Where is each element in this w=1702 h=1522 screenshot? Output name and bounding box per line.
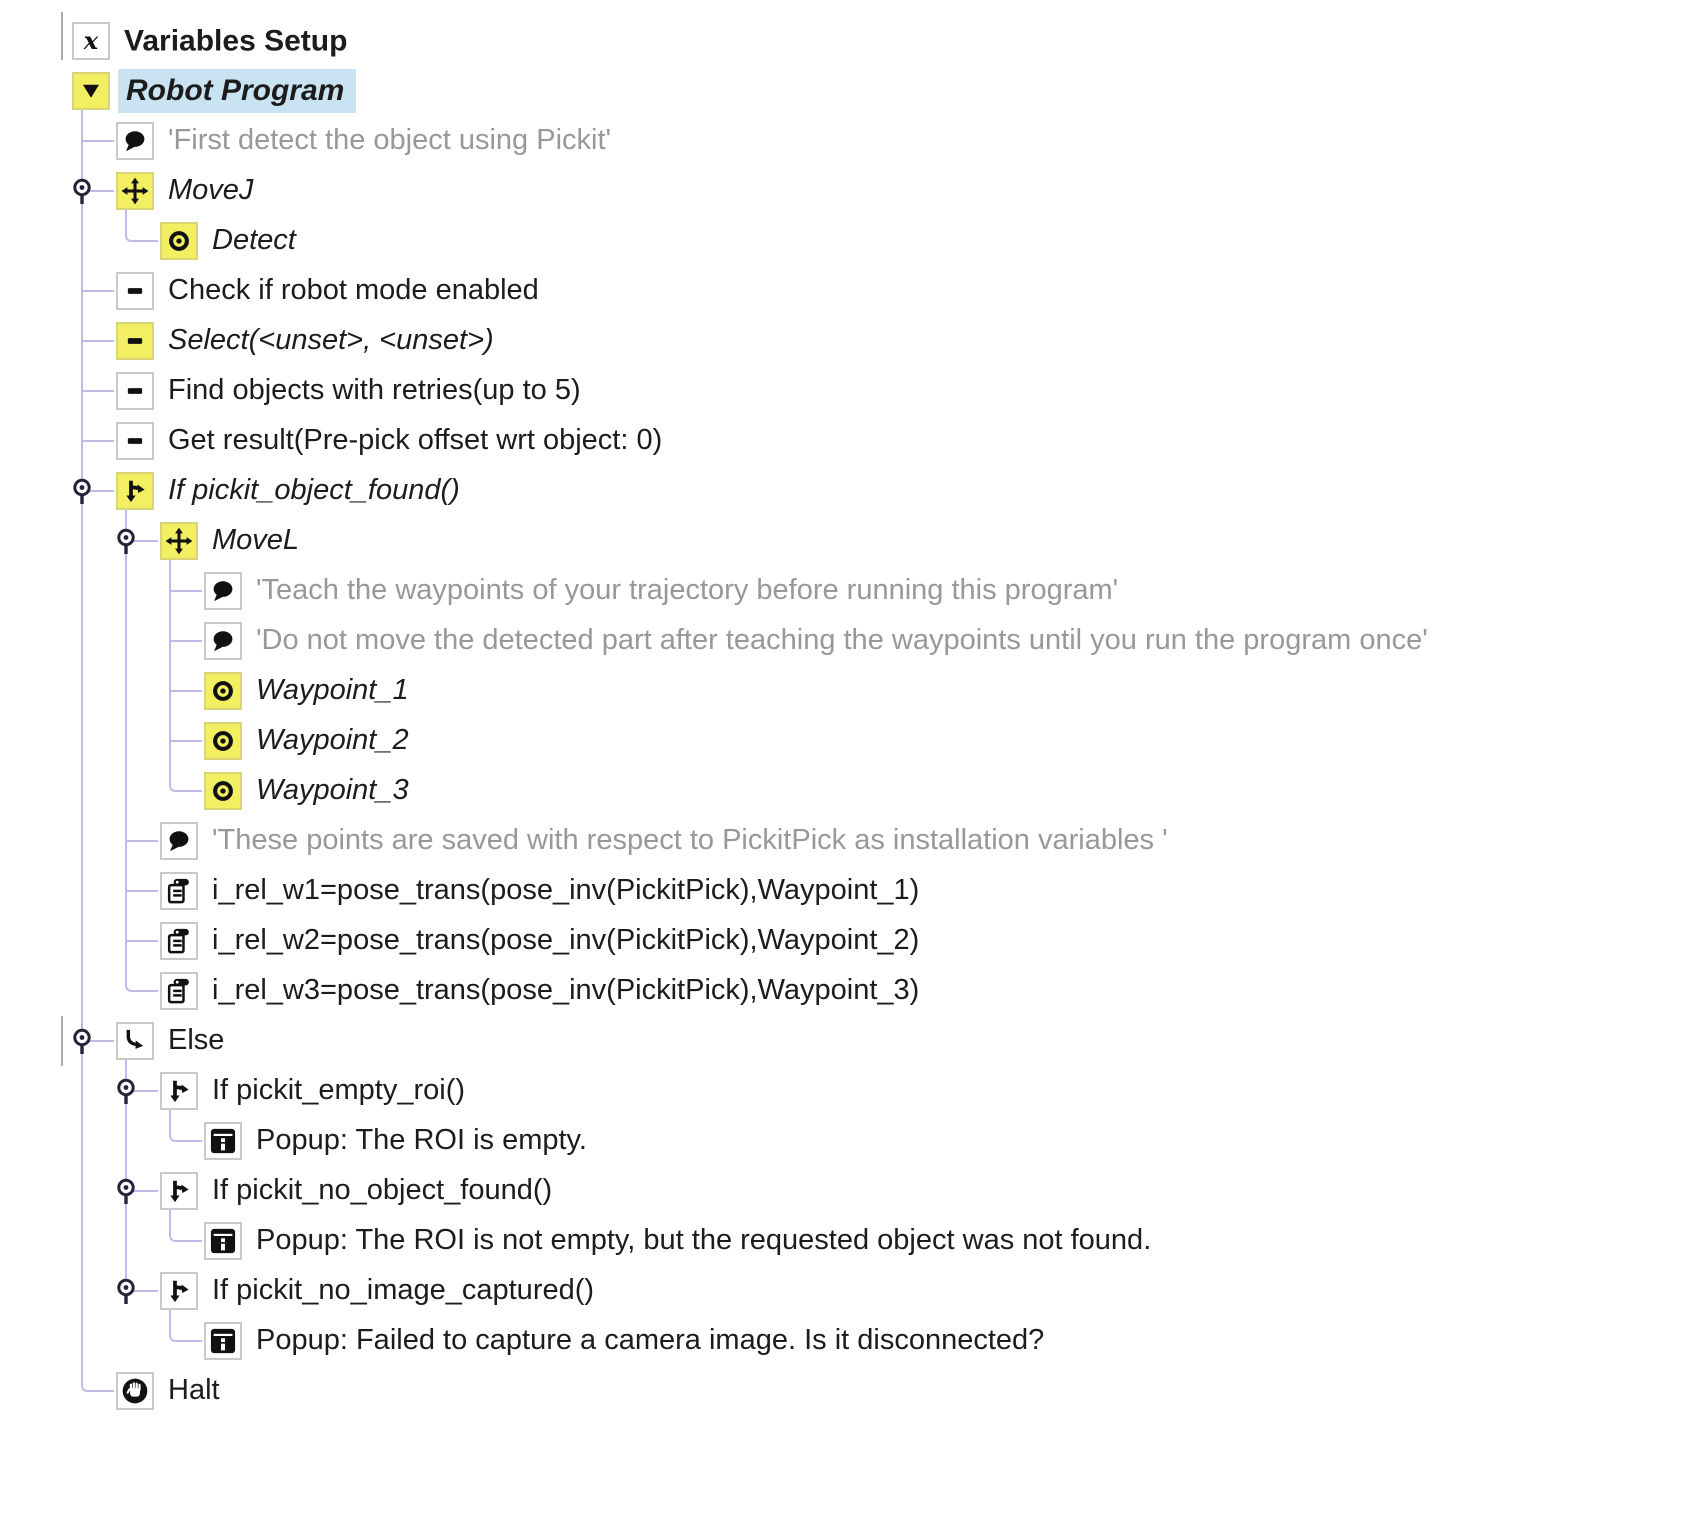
- tree-row[interactable]: 'First detect the object using Pickit': [0, 116, 1702, 166]
- program-root-icon: [72, 72, 110, 110]
- tree-row-label: Halt: [168, 1374, 220, 1407]
- if-icon: [160, 1072, 198, 1110]
- tree-row[interactable]: Check if robot mode enabled: [0, 266, 1702, 316]
- tree-row-label: 'First detect the object using Pickit': [168, 124, 612, 157]
- statement-icon: [116, 272, 154, 310]
- waypoint-icon: [204, 722, 242, 760]
- tree-row-label: Popup: Failed to capture a camera image.…: [256, 1324, 1045, 1357]
- variables-icon: [72, 22, 110, 60]
- tree-row[interactable]: Popup: The ROI is empty.: [0, 1116, 1702, 1166]
- tree-line-fragment: [61, 12, 63, 60]
- tree-row[interactable]: 'Teach the waypoints of your trajectory …: [0, 566, 1702, 616]
- tree-row[interactable]: Popup: The ROI is not empty, but the req…: [0, 1216, 1702, 1266]
- tree-row-label: If pickit_empty_roi(): [212, 1074, 466, 1107]
- collapse-pin-icon[interactable]: [73, 178, 91, 204]
- tree-row-label: Select(<unset>, <unset>): [168, 324, 494, 357]
- tree-row[interactable]: i_rel_w2=pose_trans(pose_inv(PickitPick)…: [0, 916, 1702, 966]
- halt-icon: [116, 1372, 154, 1410]
- tree-row-label: Robot Program: [118, 69, 357, 113]
- if-icon: [116, 472, 154, 510]
- tree-row[interactable]: Robot Program: [0, 66, 1702, 116]
- collapse-pin-icon[interactable]: [117, 1278, 135, 1304]
- waypoint-icon: [204, 672, 242, 710]
- popup-icon: [204, 1222, 242, 1260]
- tree-row-label: Popup: The ROI is not empty, but the req…: [256, 1224, 1152, 1257]
- script-icon: [160, 872, 198, 910]
- tree-row[interactable]: i_rel_w1=pose_trans(pose_inv(PickitPick)…: [0, 866, 1702, 916]
- tree-row-label: Waypoint_1: [256, 674, 409, 707]
- tree-row-label: Check if robot mode enabled: [168, 274, 539, 307]
- tree-row-label: Waypoint_3: [256, 774, 409, 807]
- waypoint-icon: [160, 222, 198, 260]
- tree-row[interactable]: If pickit_object_found(): [0, 466, 1702, 516]
- move-icon: [160, 522, 198, 560]
- statement-icon: [116, 422, 154, 460]
- tree-row-label: Detect: [212, 224, 296, 257]
- if-icon: [160, 1272, 198, 1310]
- move-icon: [116, 172, 154, 210]
- tree-row[interactable]: Waypoint_2: [0, 716, 1702, 766]
- tree-row-label: MoveL: [212, 524, 300, 557]
- tree-row-label: Get result(Pre-pick offset wrt object: 0…: [168, 424, 663, 457]
- program-tree: Variables Setup Robot Program 'First det…: [0, 16, 1702, 1416]
- tree-row[interactable]: Halt: [0, 1366, 1702, 1416]
- tree-row-label: i_rel_w2=pose_trans(pose_inv(PickitPick)…: [212, 924, 920, 957]
- collapse-pin-icon[interactable]: [73, 478, 91, 504]
- comment-icon: [160, 822, 198, 860]
- tree-row[interactable]: Select(<unset>, <unset>): [0, 316, 1702, 366]
- tree-row-label: Popup: The ROI is empty.: [256, 1124, 587, 1157]
- tree-row[interactable]: Variables Setup: [0, 16, 1702, 66]
- tree-row-label: Variables Setup: [124, 24, 348, 58]
- tree-row-label: If pickit_no_image_captured(): [212, 1274, 595, 1307]
- tree-row-label: 'Do not move the detected part after tea…: [256, 624, 1428, 657]
- comment-icon: [116, 122, 154, 160]
- comment-icon: [204, 572, 242, 610]
- waypoint-icon: [204, 772, 242, 810]
- tree-row[interactable]: Waypoint_3: [0, 766, 1702, 816]
- tree-row[interactable]: Popup: Failed to capture a camera image.…: [0, 1316, 1702, 1366]
- popup-icon: [204, 1322, 242, 1360]
- else-icon: [116, 1022, 154, 1060]
- tree-row-label: i_rel_w1=pose_trans(pose_inv(PickitPick)…: [212, 874, 920, 907]
- tree-row[interactable]: MoveL: [0, 516, 1702, 566]
- tree-row[interactable]: Get result(Pre-pick offset wrt object: 0…: [0, 416, 1702, 466]
- tree-row[interactable]: Detect: [0, 216, 1702, 266]
- tree-row-label: Find objects with retries(up to 5): [168, 374, 581, 407]
- statement-icon: [116, 322, 154, 360]
- tree-row-label: 'Teach the waypoints of your trajectory …: [256, 574, 1119, 607]
- collapse-pin-icon[interactable]: [117, 528, 135, 554]
- tree-row[interactable]: Waypoint_1: [0, 666, 1702, 716]
- tree-row-label: If pickit_object_found(): [168, 474, 460, 507]
- tree-row[interactable]: i_rel_w3=pose_trans(pose_inv(PickitPick)…: [0, 966, 1702, 1016]
- tree-row[interactable]: Else: [0, 1016, 1702, 1066]
- tree-line-fragment: [61, 1016, 63, 1066]
- tree-row-label: 'These points are saved with respect to …: [212, 824, 1168, 857]
- tree-row-label: Waypoint_2: [256, 724, 409, 757]
- collapse-pin-icon[interactable]: [117, 1178, 135, 1204]
- tree-row[interactable]: 'These points are saved with respect to …: [0, 816, 1702, 866]
- tree-row-label: MoveJ: [168, 174, 254, 207]
- tree-row-label: If pickit_no_object_found(): [212, 1174, 553, 1207]
- collapse-pin-icon[interactable]: [73, 1028, 91, 1054]
- if-icon: [160, 1172, 198, 1210]
- popup-icon: [204, 1122, 242, 1160]
- collapse-pin-icon[interactable]: [117, 1078, 135, 1104]
- tree-row-label: i_rel_w3=pose_trans(pose_inv(PickitPick)…: [212, 974, 920, 1007]
- tree-row[interactable]: If pickit_empty_roi(): [0, 1066, 1702, 1116]
- tree-row[interactable]: 'Do not move the detected part after tea…: [0, 616, 1702, 666]
- tree-row[interactable]: MoveJ: [0, 166, 1702, 216]
- comment-icon: [204, 622, 242, 660]
- script-icon: [160, 922, 198, 960]
- tree-row-label: Else: [168, 1024, 225, 1057]
- tree-row[interactable]: If pickit_no_image_captured(): [0, 1266, 1702, 1316]
- statement-icon: [116, 372, 154, 410]
- tree-row[interactable]: If pickit_no_object_found(): [0, 1166, 1702, 1216]
- tree-row[interactable]: Find objects with retries(up to 5): [0, 366, 1702, 416]
- script-icon: [160, 972, 198, 1010]
